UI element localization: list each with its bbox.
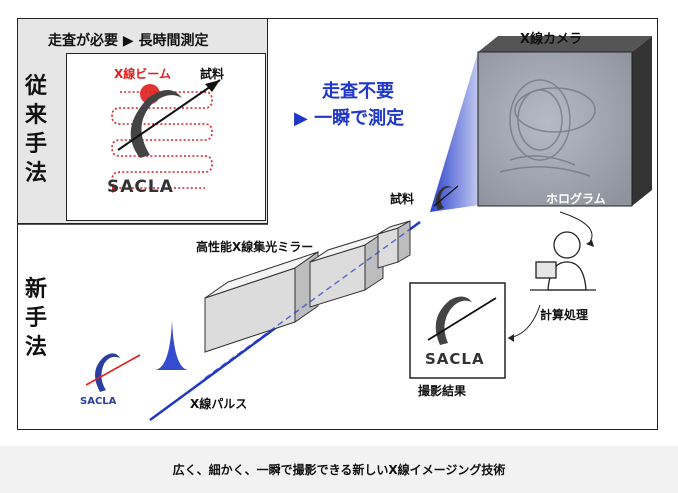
camera-label: X線カメラ [520,32,583,47]
scan-illustration [66,53,266,221]
x-ray-camera [477,36,652,207]
new-sample-label: 試料 [390,192,415,206]
diffraction-cone [430,52,480,212]
beam-label: X線ビーム [114,67,171,81]
sacla-logo-old [117,79,221,158]
old-sample-label: 試料 [200,67,225,81]
result-label: 撮影結果 [418,384,467,398]
scan-arrow-head [112,185,118,193]
mirror-label: 高性能X線集光ミラー [196,240,314,254]
headline-line2: ▶ 一瞬で測定 [294,108,405,129]
sample-logo [433,185,459,210]
sacla-logo-result [427,296,497,345]
hologram-label: ホログラム [546,192,606,206]
new-method-label: 新手法 [24,277,47,360]
old-method-title: 走査が必要 ▶ 長時間測定 [48,33,209,49]
old-logo-text: SACLA [107,177,174,197]
mirror-boxes [204,220,411,353]
figure-caption: 広く、細かく、一瞬で撮影できる新しいX線イメージング技術 [172,463,506,477]
old-method-label: 従来手法 [24,74,47,186]
diagram-graphics [17,36,652,422]
compute-label: 計算処理 [540,308,589,322]
arrow-to-result [507,304,541,339]
researcher-illustration [530,231,596,291]
result-logo-text: SACLA [425,350,485,368]
pulse-spike [155,320,188,370]
arrow-to-compute [559,211,593,243]
headline-line1: 走査不要 [322,81,394,102]
pulse-logo-text: SACLA [80,396,117,407]
sacla-logo-pulse [85,353,141,392]
pulse-label: X線パルス [190,397,248,411]
